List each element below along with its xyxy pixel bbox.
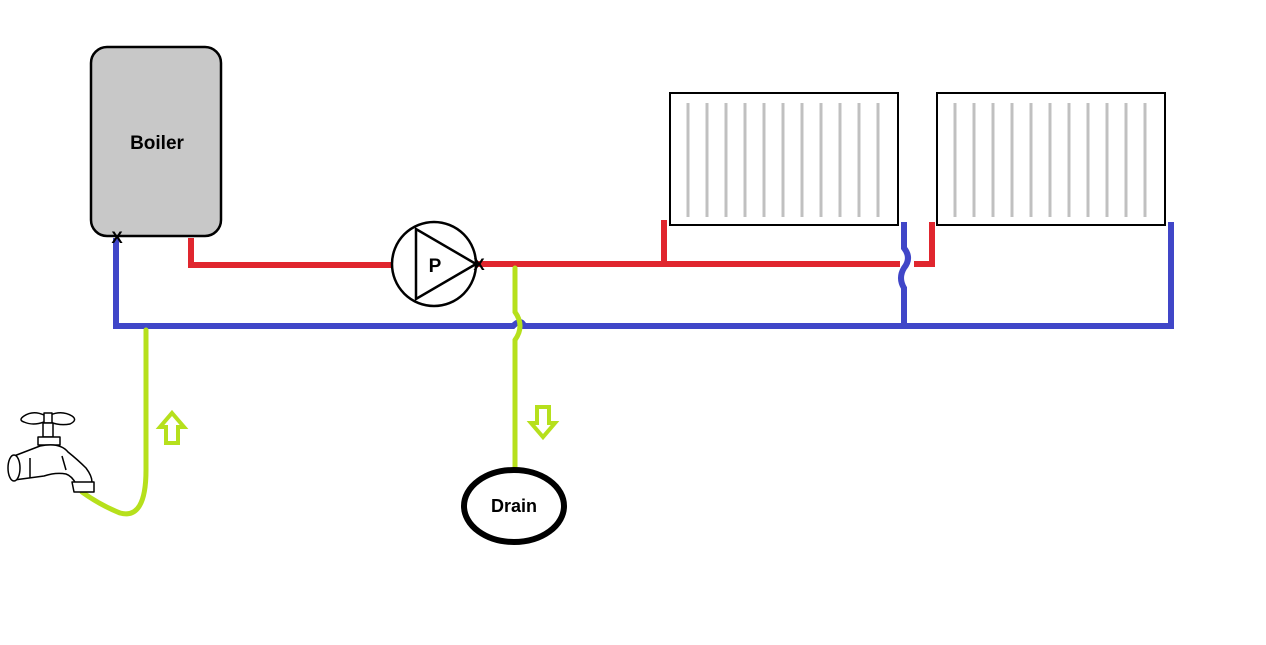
return-pipe-radiator-1	[898, 222, 911, 326]
hoses	[79, 265, 523, 517]
pump-valve-mark: X	[473, 255, 485, 274]
radiator-1	[669, 92, 899, 226]
flow-pipe-pump-to-radiators	[478, 222, 935, 267]
down-arrow-icon	[526, 405, 560, 441]
fill-hose	[79, 327, 149, 517]
pump: P	[390, 220, 479, 308]
drain-label: Drain	[491, 496, 537, 516]
boiler-label: Boiler	[130, 133, 184, 154]
pump-label: P	[429, 256, 442, 277]
outdoor-faucet-icon	[7, 412, 95, 493]
drain-hose	[512, 265, 523, 483]
drain: Drain	[461, 467, 567, 545]
radiator-1-fins	[686, 103, 880, 217]
flow-pipe-boiler-to-pump	[188, 238, 392, 268]
pump-triangle-icon	[414, 226, 479, 302]
radiator-2	[936, 92, 1166, 226]
return-pipe	[113, 222, 1174, 329]
up-arrow-icon	[155, 409, 189, 445]
boiler-drain-valve-mark: X	[111, 228, 123, 247]
flow-pipe	[188, 220, 935, 268]
boiler-body	[89, 45, 223, 238]
drain-outline	[461, 467, 567, 545]
return-pipe-main	[113, 222, 1174, 329]
radiator-2-fins	[953, 103, 1147, 217]
boiler: Boiler	[89, 45, 223, 238]
